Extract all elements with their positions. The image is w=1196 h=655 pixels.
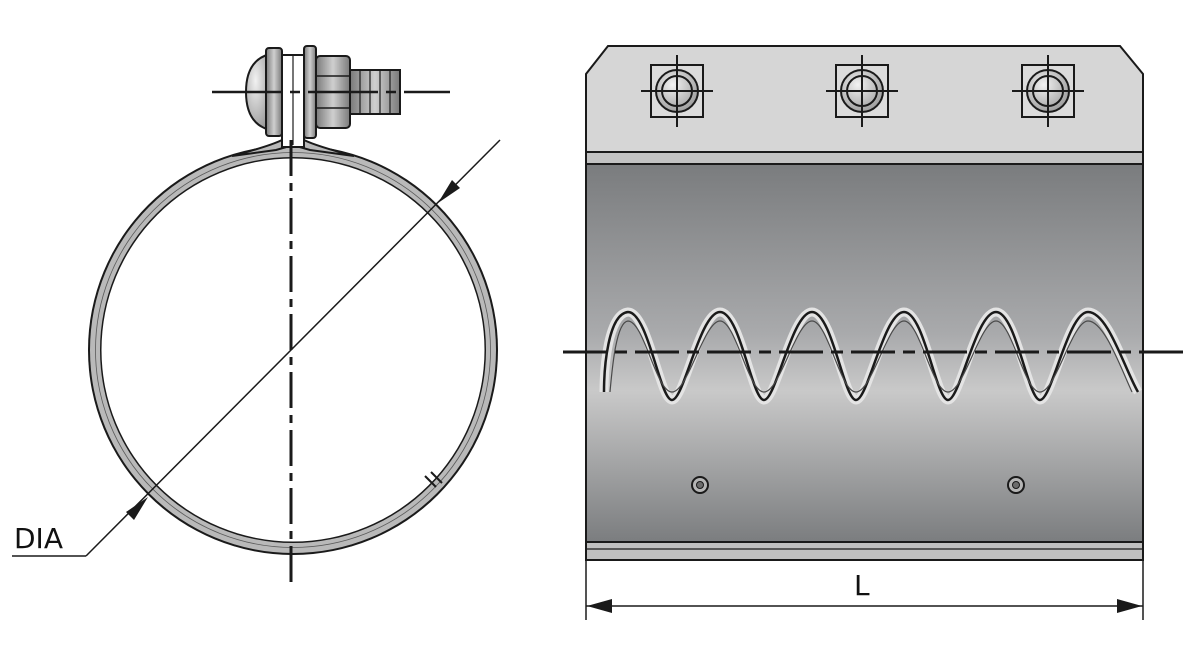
vent-hole-1 <box>691 476 709 494</box>
end-view: DIA <box>12 45 501 588</box>
diameter-dimension: DIA <box>12 139 501 557</box>
length-arrow-left <box>587 599 612 613</box>
side-view: L <box>563 45 1186 620</box>
wave-seal <box>599 307 1142 405</box>
length-dimension: L <box>585 560 1144 620</box>
dia-label: DIA <box>14 522 63 555</box>
dia-arrow-top <box>438 180 460 203</box>
plate-bolt-1 <box>641 55 713 127</box>
liner-line <box>95 152 491 548</box>
bottom-band <box>585 541 1144 561</box>
pipe-bore <box>101 158 485 542</box>
length-label: L <box>854 569 870 602</box>
bolt-assembly <box>212 45 450 139</box>
vent-hole-2 <box>1007 476 1025 494</box>
length-arrow-right <box>1117 599 1142 613</box>
top-band <box>585 151 1144 165</box>
plate-bolt-2 <box>826 55 898 127</box>
wave-seal-line <box>602 310 1140 402</box>
dia-arrow-bottom <box>126 497 148 520</box>
plate-bolt-3 <box>1012 55 1084 127</box>
band-overlap-marker <box>424 471 443 488</box>
